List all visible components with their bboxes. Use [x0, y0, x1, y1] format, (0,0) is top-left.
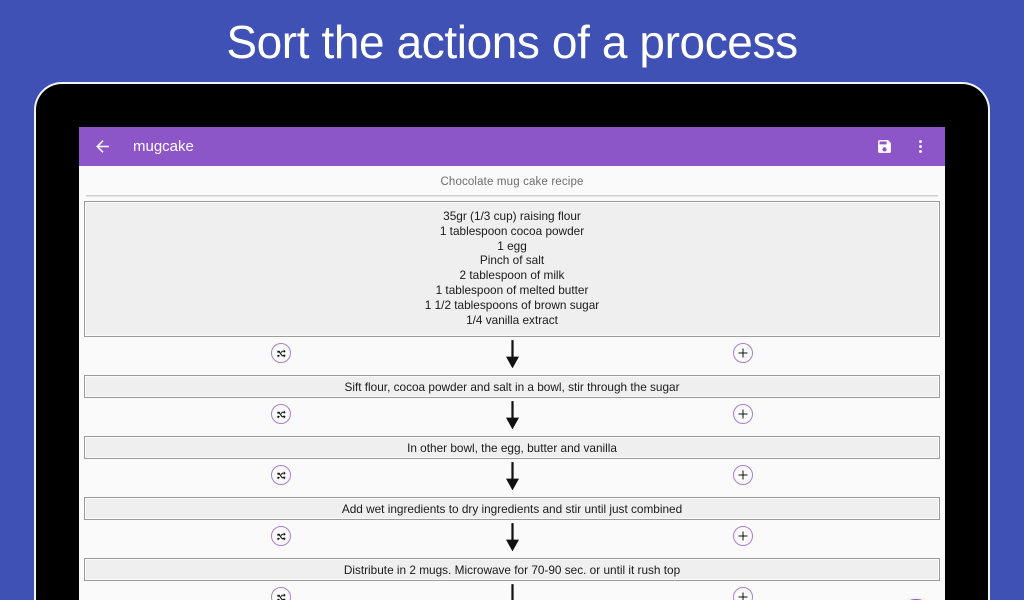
arrow-down-icon — [84, 462, 940, 491]
recipe-title: Chocolate mug cake recipe — [440, 176, 584, 188]
arrow-down-icon — [84, 523, 940, 552]
connector-row — [84, 337, 940, 375]
step-text: Sift flour, cocoa powder and salt in a b… — [344, 379, 680, 394]
process-content: Chocolate mug cake recipe 35gr (1/3 cup)… — [79, 166, 945, 600]
app-bar-title: mugcake — [133, 138, 194, 155]
step-box[interactable]: Sift flour, cocoa powder and salt in a b… — [84, 375, 940, 399]
promo-headline: Sort the actions of a process — [226, 16, 798, 68]
add-plus-icon[interactable] — [733, 343, 753, 364]
add-plus-icon[interactable] — [733, 404, 753, 425]
back-arrow-icon[interactable] — [87, 132, 117, 162]
step-box[interactable]: Add wet ingredients to dry ingredients a… — [84, 497, 940, 521]
app-bar: mugcake — [79, 127, 945, 166]
ingredient-line: 2 tablespoon of milk — [459, 268, 565, 283]
shuffle-swap-icon[interactable] — [271, 343, 291, 364]
step-text: Add wet ingredients to dry ingredients a… — [341, 501, 683, 516]
step-text: In other bowl, the egg, butter and vanil… — [407, 440, 617, 455]
ingredient-line: 1 tablespoon cocoa powder — [439, 223, 585, 238]
connector-row — [84, 459, 940, 497]
tablet-screen: mugcake Chocolate mug cake reci — [79, 127, 945, 600]
add-plus-icon[interactable] — [733, 465, 753, 486]
arrow-down-icon — [84, 340, 940, 369]
ingredients-box[interactable]: 35gr (1/3 cup) raising flour 1 tablespoo… — [84, 201, 940, 338]
ingredient-line: 1 egg — [497, 238, 527, 253]
connector-row — [84, 398, 940, 436]
add-plus-icon[interactable] — [733, 526, 753, 547]
shuffle-swap-icon[interactable] — [271, 465, 291, 486]
shuffle-swap-icon[interactable] — [271, 404, 291, 425]
step-box[interactable]: Distribute in 2 mugs. Microwave for 70-9… — [84, 558, 940, 582]
connector-row — [84, 581, 940, 600]
shuffle-swap-icon[interactable] — [271, 526, 291, 547]
title-divider — [86, 195, 938, 197]
ingredient-line: Pinch of salt — [479, 253, 545, 268]
ingredient-line: 35gr (1/3 cup) raising flour — [443, 209, 581, 223]
arrow-down-icon — [84, 584, 940, 600]
connector-row — [84, 520, 940, 558]
app-bar-actions — [869, 132, 935, 162]
shuffle-swap-icon[interactable] — [271, 587, 291, 600]
ingredient-line: 1 tablespoon of melted butter — [435, 282, 589, 297]
step-box[interactable]: In other bowl, the egg, butter and vanil… — [84, 436, 940, 460]
step-text: Distribute in 2 mugs. Microwave for 70-9… — [343, 562, 681, 577]
overflow-menu-icon[interactable] — [905, 132, 935, 162]
ingredient-line: 1 1/2 tablespoons of brown sugar — [424, 297, 600, 312]
add-plus-icon[interactable] — [733, 587, 753, 600]
ingredient-line: 1/4 vanilla extract — [466, 312, 558, 327]
arrow-down-icon — [84, 401, 940, 430]
tablet-device-frame: mugcake Chocolate mug cake reci — [36, 84, 988, 600]
save-floppy-icon[interactable] — [869, 132, 899, 162]
